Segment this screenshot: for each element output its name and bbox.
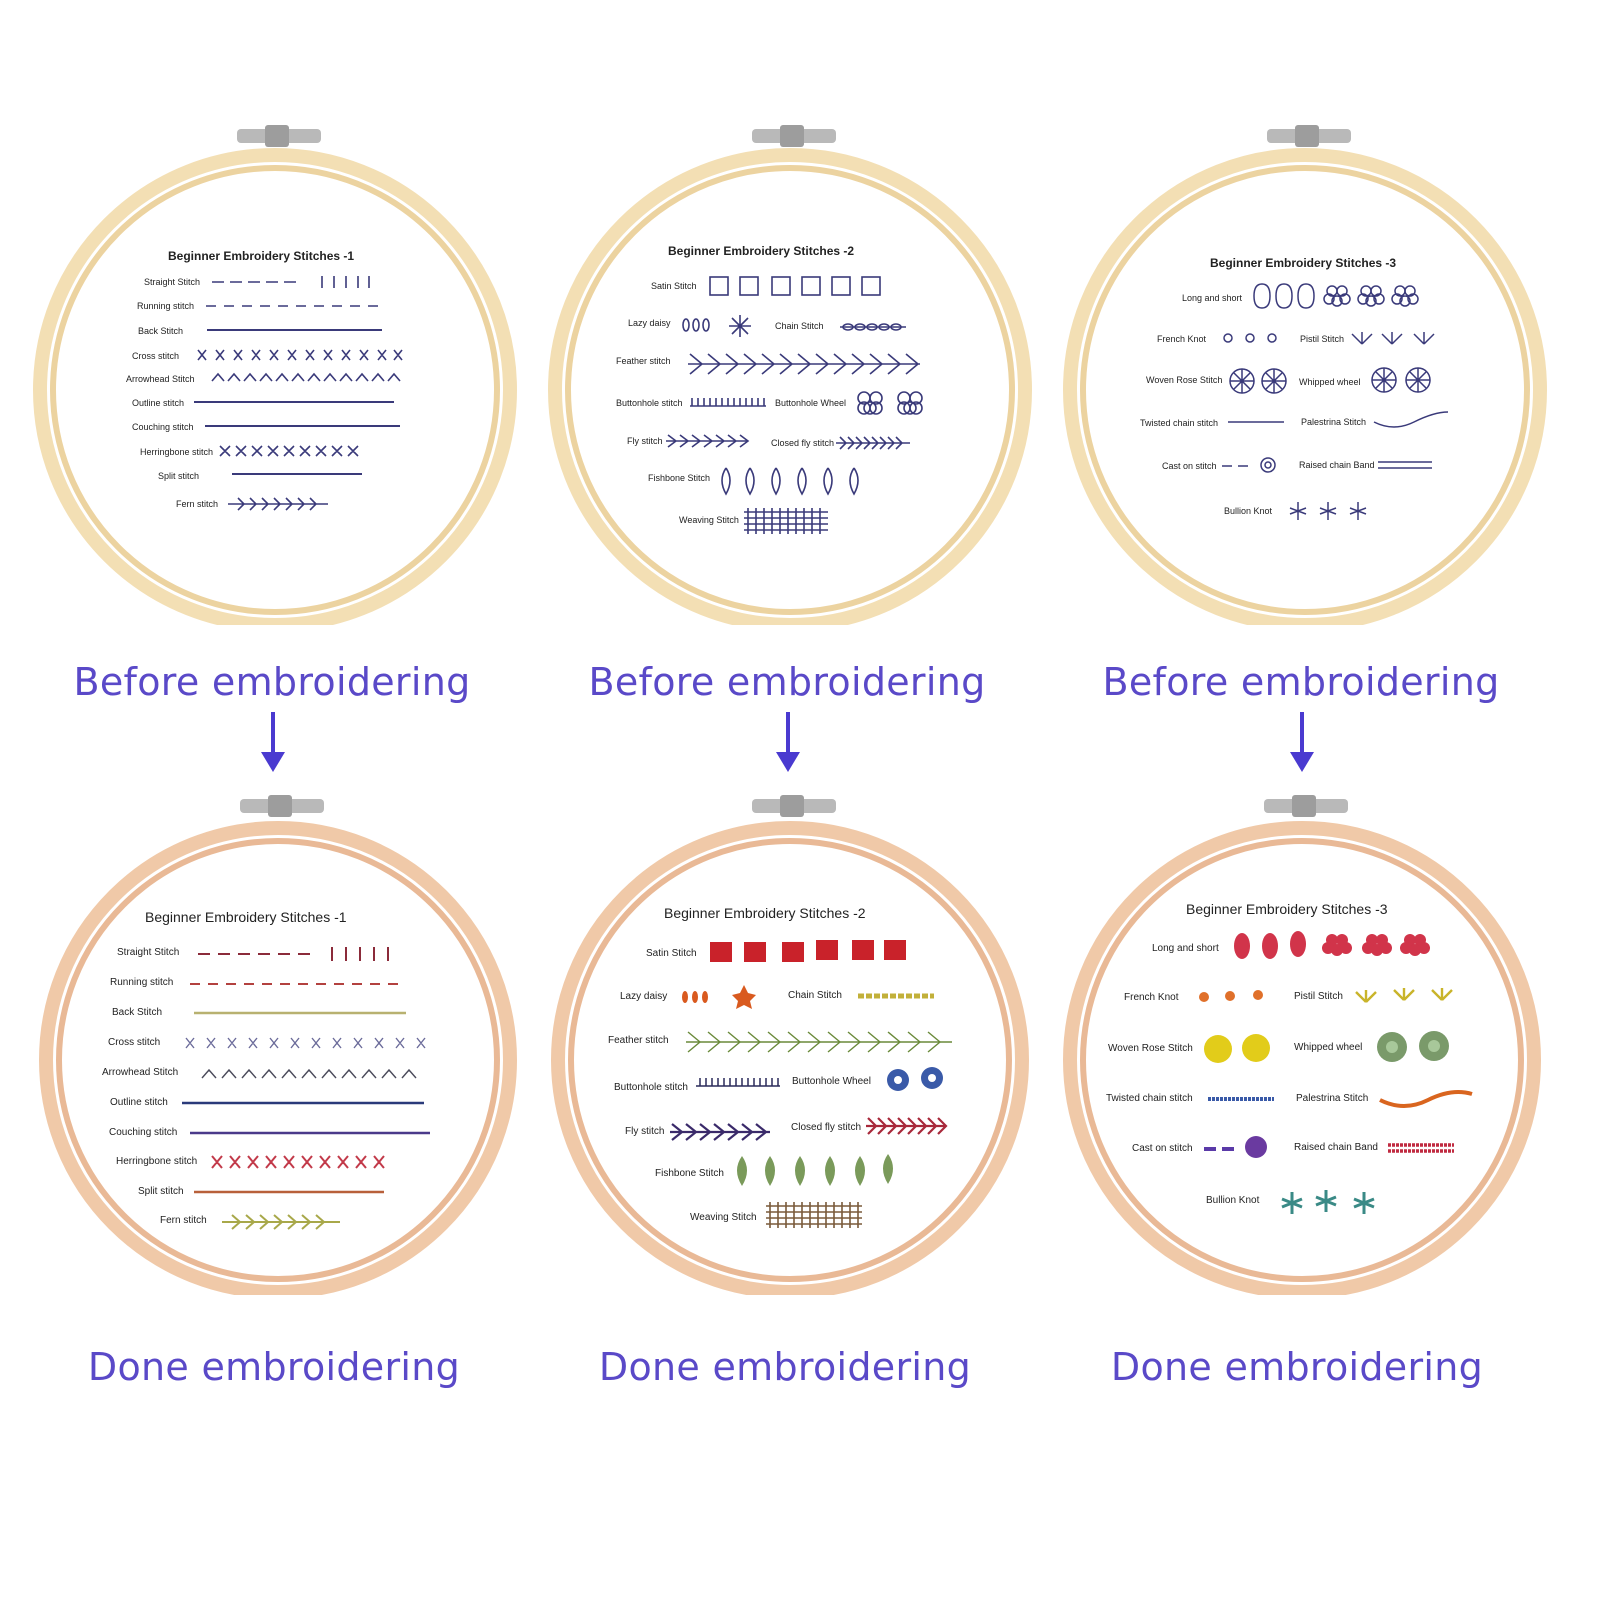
stitch-label: Raised chain Band [1294, 1142, 1378, 1153]
stitch-label: Weaving Stitch [690, 1212, 757, 1223]
stitch-label: Running stitch [137, 301, 195, 311]
stitch-label: Straight Stitch [117, 947, 180, 958]
stitch-label: Closed fly stitch [771, 438, 835, 448]
stitch-label: Cast on stitch [1162, 461, 1217, 471]
stitch-label: Cross stitch [132, 351, 180, 361]
stitch-label: Palestrina Stitch [1301, 417, 1367, 427]
stitch-label: Straight Stitch [144, 277, 201, 287]
stitch-label: Whipped wheel [1299, 377, 1361, 387]
caption-done-1: Done embroidering [87, 1345, 461, 1389]
stitch-label: Closed fly stitch [791, 1122, 862, 1133]
stitch-label: Buttonhole Wheel [775, 398, 847, 408]
stitch-label: Arrowhead Stitch [102, 1067, 179, 1078]
hoop-frame [39, 795, 517, 1295]
stitch-label: Twisted chain stitch [1106, 1093, 1193, 1104]
stitch-label: Pistil Stitch [1300, 334, 1345, 344]
stitch-label: Satin Stitch [651, 281, 697, 291]
stitch-label: Outline stitch [132, 398, 185, 408]
stitch-label: Fishbone Stitch [648, 473, 711, 483]
stitch-label: Lazy daisy [620, 991, 668, 1002]
stitch-label: Couching stitch [132, 422, 194, 432]
stitch-label: Fern stitch [160, 1215, 207, 1226]
stitch-label: Woven Rose Stitch [1146, 375, 1223, 385]
hoop-frame [548, 125, 1032, 625]
stitch-label: Feather stitch [608, 1035, 669, 1046]
stitch-label: Whipped wheel [1294, 1042, 1363, 1053]
stitch-label: Bullion Knot [1224, 506, 1273, 516]
card-title: Beginner Embroidery Stitches -1 [168, 249, 355, 263]
stitch-label: Outline stitch [110, 1097, 168, 1108]
stitch-label: Split stitch [138, 1186, 184, 1197]
card-title: Beginner Embroidery Stitches -3 [1186, 901, 1388, 917]
stitch-label: Woven Rose Stitch [1108, 1043, 1193, 1054]
hoop-frame [33, 125, 517, 625]
caption-done-3: Done embroidering [1110, 1345, 1484, 1389]
caption-done-2: Done embroidering [598, 1345, 972, 1389]
card-title: Beginner Embroidery Stitches -3 [1210, 256, 1397, 270]
stitch-label: Satin Stitch [646, 948, 697, 959]
stitch-label: Herringbone stitch [140, 447, 214, 457]
hoop-frame [1063, 125, 1547, 625]
stitch-label: Pistil Stitch [1294, 991, 1343, 1002]
stitch-label: Palestrina Stitch [1296, 1093, 1369, 1104]
stitch-label: Buttonhole stitch [614, 1082, 688, 1093]
arrow-down-icon [261, 712, 285, 772]
card-title: Beginner Embroidery Stitches -1 [145, 909, 347, 925]
arrow-down-icon [776, 712, 800, 772]
stitch-label: Fly stitch [625, 1126, 665, 1137]
caption-before-2: Before embroidering [588, 660, 986, 704]
stitch-label: Bullion Knot [1206, 1195, 1260, 1206]
stitch-label: Running stitch [110, 977, 174, 988]
stitch-label: Chain Stitch [788, 990, 842, 1001]
stitch-label: Buttonhole Wheel [792, 1076, 871, 1087]
stitch-label: Arrowhead Stitch [126, 374, 195, 384]
stitch-label: French Knot [1157, 334, 1207, 344]
stitch-label: Feather stitch [616, 356, 671, 366]
stitch-label: Raised chain Band [1299, 460, 1375, 470]
stitch-label: Fly stitch [627, 436, 663, 446]
stitch-label: Fern stitch [176, 499, 219, 509]
hoop-before-3 [1055, 125, 1555, 625]
stitch-label: Back Stitch [138, 326, 184, 336]
caption-before-3: Before embroidering [1102, 660, 1500, 704]
stitch-label: French Knot [1124, 992, 1179, 1003]
stitch-label: Weaving Stitch [679, 515, 739, 525]
caption-before-1: Before embroidering [73, 660, 471, 704]
hoop-before-2 [540, 125, 1040, 625]
stitch-label: Couching stitch [109, 1127, 178, 1138]
stitch-label: Cross stitch [108, 1037, 161, 1048]
arrow-down-icon [1290, 712, 1314, 772]
hoop-before-1 [25, 125, 525, 625]
hoop-done-1 [28, 795, 528, 1295]
stitch-label: Herringbone stitch [116, 1156, 198, 1167]
card-title: Beginner Embroidery Stitches -2 [664, 905, 866, 921]
stitch-label: Long and short [1182, 293, 1243, 303]
stitch-label: Long and short [1152, 943, 1219, 954]
stitch-label: Lazy daisy [628, 318, 671, 328]
stitch-label: Back Stitch [112, 1007, 163, 1018]
stitch-label: Fishbone Stitch [655, 1168, 724, 1179]
stitch-label: Buttonhole stitch [616, 398, 683, 408]
card-title: Beginner Embroidery Stitches -2 [668, 244, 855, 258]
stitch-label: Cast on stitch [1132, 1143, 1193, 1154]
stitch-label: Chain Stitch [775, 321, 824, 331]
stitch-label: Twisted chain stitch [1140, 418, 1219, 428]
stitch-label: Split stitch [158, 471, 200, 481]
